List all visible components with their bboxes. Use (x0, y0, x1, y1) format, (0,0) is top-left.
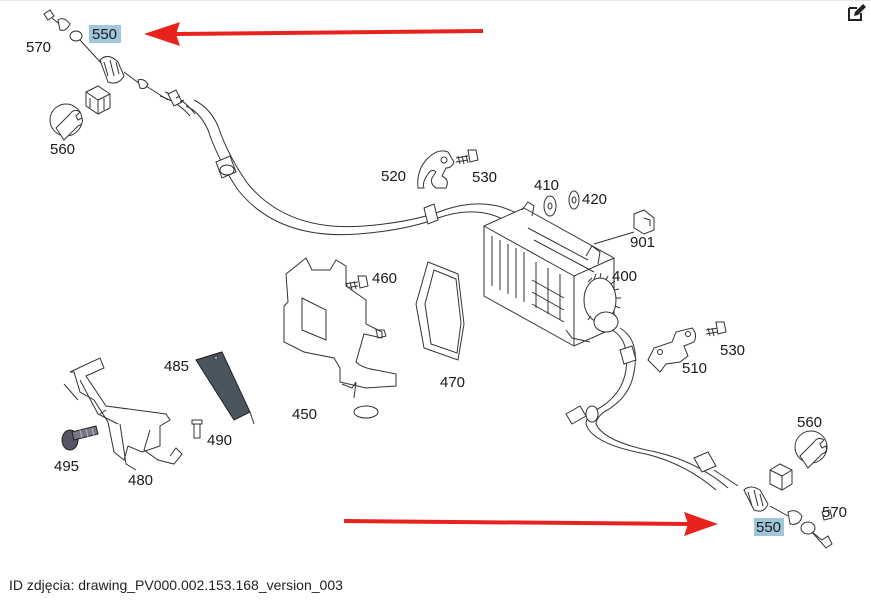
highlight-550-top (89, 25, 121, 43)
bolt-495 (61, 425, 99, 451)
bracket-480 (63, 357, 183, 471)
wrench-icon-bottom (794, 430, 828, 469)
top-border (0, 0, 871, 1)
nut-560-top (85, 85, 111, 115)
label-560-top: 560 (50, 141, 75, 158)
cable-top (159, 89, 519, 236)
washer-420 (568, 190, 580, 210)
connector-901 (593, 209, 655, 245)
cable-end-top (43, 9, 169, 101)
label-550-top: 550 (92, 26, 117, 43)
label-470: 470 (440, 374, 465, 391)
label-530-right: 530 (720, 342, 745, 359)
image-id-caption: ID zdjęcia: drawing_PV000.002.153.168_ve… (9, 577, 343, 593)
nut-560-bottom (769, 463, 793, 491)
label-485: 485 (164, 358, 189, 375)
label-530-top: 530 (472, 169, 497, 186)
edit-icon-glyph (848, 4, 866, 21)
label-550-bottom: 550 (756, 519, 781, 536)
label-480: 480 (128, 472, 153, 489)
highlight-550-bottom (754, 518, 784, 536)
label-495: 495 (54, 458, 79, 475)
label-410: 410 (534, 177, 559, 194)
arrow-bottom (343, 512, 718, 536)
label-510: 510 (682, 360, 707, 377)
label-570-top: 570 (26, 39, 51, 56)
pad-470 (415, 261, 465, 361)
bolt-530-right (705, 321, 727, 337)
label-560-bottom: 560 (797, 414, 822, 431)
cable-end-bottom (743, 486, 833, 549)
washer-410 (543, 195, 557, 217)
bracket-510 (647, 327, 697, 373)
label-490: 490 (207, 432, 232, 449)
bracket-520 (417, 150, 455, 189)
label-520: 520 (381, 168, 406, 185)
label-570-bottom: 570 (822, 504, 847, 521)
label-901: 901 (630, 234, 655, 251)
bolt-530-top (455, 149, 479, 165)
label-450: 450 (292, 406, 317, 423)
label-400: 400 (612, 268, 637, 285)
label-460: 460 (372, 270, 397, 287)
parts-diagram: 570 550 560 520 530 410 420 901 400 460 … (26, 9, 847, 549)
bracket-450 (283, 257, 397, 419)
edit-icon[interactable] (846, 3, 868, 23)
arrow-top (144, 22, 484, 46)
control-unit-400 (483, 201, 621, 347)
cover-485 (195, 351, 255, 425)
cable-bottom (565, 327, 739, 491)
wrench-icon-top (49, 103, 83, 141)
label-420: 420 (582, 191, 607, 208)
screw-490 (191, 419, 203, 439)
